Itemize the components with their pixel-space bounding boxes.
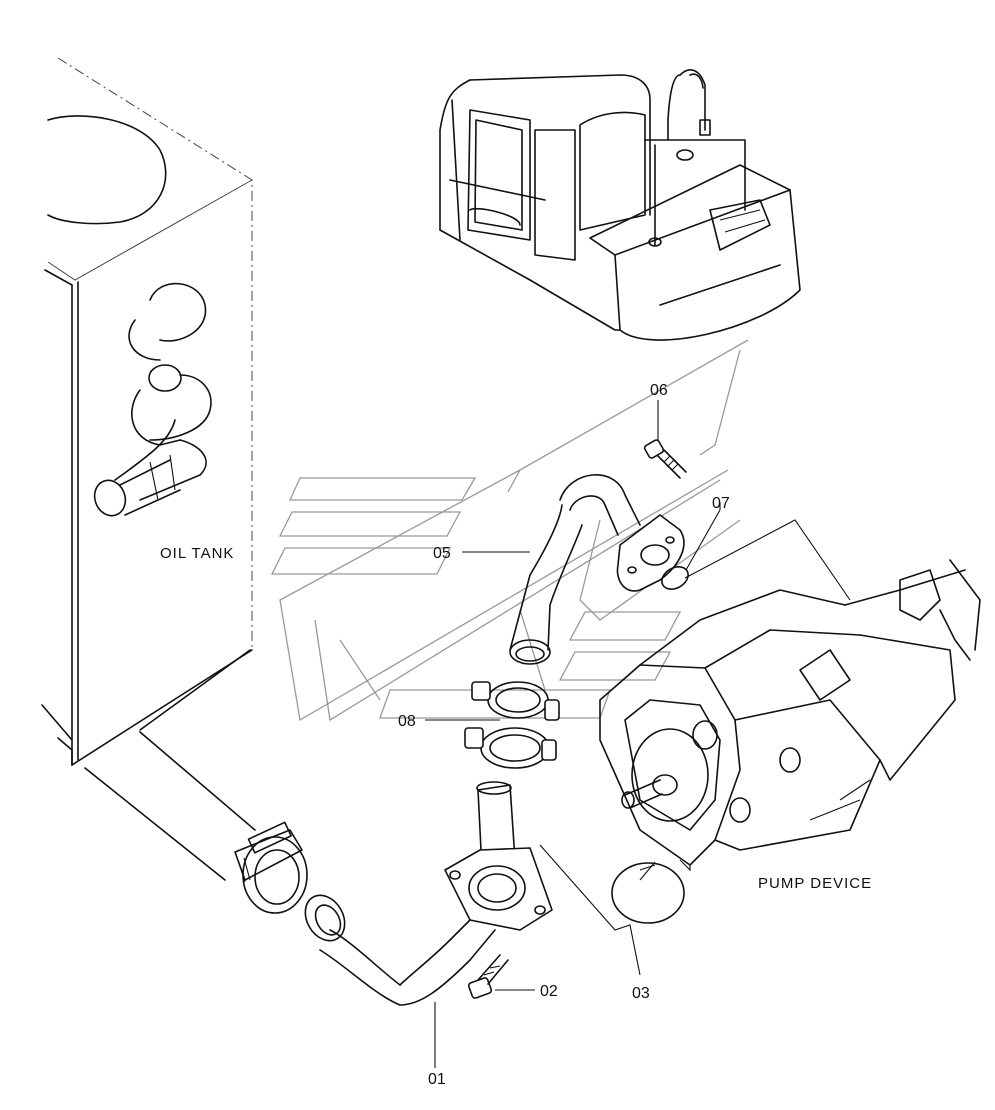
part-06-bolt xyxy=(643,439,687,479)
pump-device xyxy=(599,559,981,872)
callout-01: 01 xyxy=(428,1071,446,1088)
oil-tank-label: OIL TANK xyxy=(160,545,234,562)
callout-05: 05 xyxy=(433,545,451,562)
excavator-inset xyxy=(439,69,801,341)
part-05-pipe xyxy=(509,474,685,665)
callout-02: 02 xyxy=(540,983,558,1000)
assembly-line-07 xyxy=(684,519,851,601)
part-01-elbow-pipe xyxy=(304,781,553,1006)
callout-07: 07 xyxy=(712,495,730,512)
tank-outlet-hose xyxy=(84,731,308,914)
part-07-o-ring xyxy=(661,509,721,590)
oil-tank xyxy=(41,57,253,766)
leader-03 xyxy=(539,844,641,976)
watermark-logo xyxy=(270,339,749,722)
assembly-line-03 xyxy=(639,861,656,881)
callout-08: 08 xyxy=(398,713,416,730)
callout-06: 06 xyxy=(650,382,668,399)
part-03-o-ring xyxy=(611,862,685,924)
part-02-bolt xyxy=(467,954,509,999)
pump-device-label: PUMP DEVICE xyxy=(758,875,872,892)
callout-03: 03 xyxy=(632,985,650,1002)
part-08-clamps xyxy=(464,681,560,769)
